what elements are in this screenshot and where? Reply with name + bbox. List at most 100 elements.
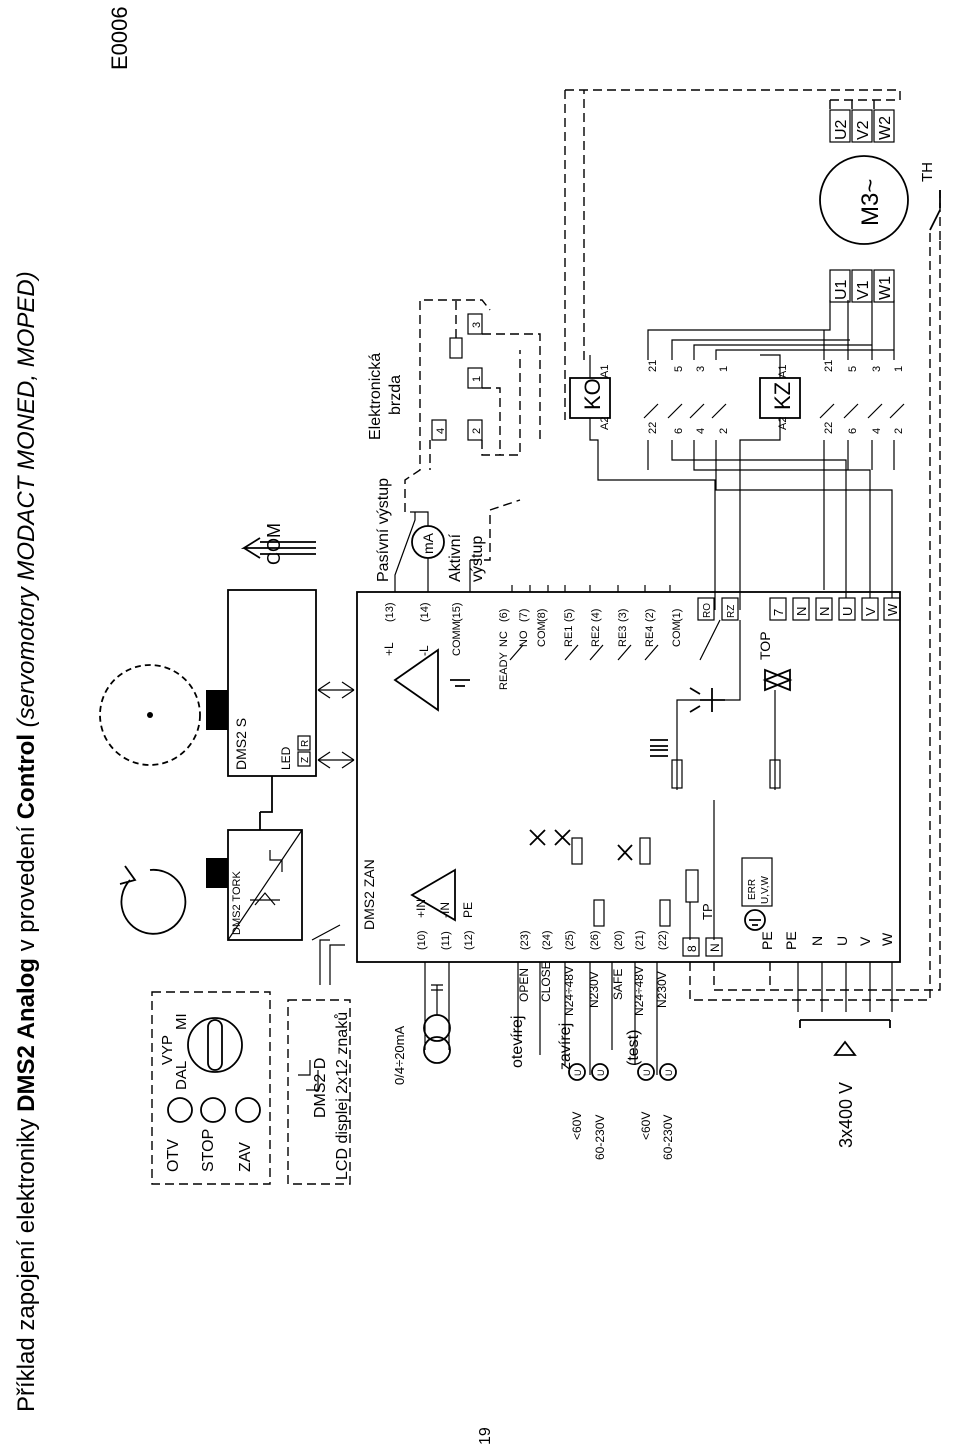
left-term-v: V [857,936,873,946]
kz-contacts: 22 6 4 2 21 5 3 1 [819,360,905,434]
led-z [297,751,311,767]
test-cmd-label: (test) [625,1030,642,1066]
in-pin-close: CLOSE [539,961,553,1002]
diagram-title: Příklad zapojení elektroniky DMS2 Analog… [13,271,40,1412]
in-pin-safe: SAFE [611,969,625,1000]
page-number: 19 [477,1427,494,1445]
term-box-n1 [792,597,810,621]
motor-term-v1 [851,269,873,303]
bus-arrow-1 [317,681,355,699]
button-zav [235,1097,261,1123]
ko-4: 4 [695,428,707,434]
left-term-pe: PE [759,931,775,950]
brake-terminal-2 [467,419,483,441]
led-z-label: Z [300,757,311,763]
voltage-label-4: 60-230V [661,1115,675,1160]
motor [819,155,909,245]
brake-term-3-label: 3 [471,322,483,328]
u-source-2 [591,1063,609,1081]
voltage-label-3: <60V [639,1112,653,1140]
ko-3: 3 [695,366,707,372]
motor-w2: W2 [877,116,894,140]
dms2-tork-sensor-icon [250,850,283,906]
output-pins: +L (13) -L (14) COMM (15) [382,602,463,656]
label-stop: STOP [200,1129,217,1172]
in-pin-22: (22) [657,930,669,950]
ground-icon [744,909,766,931]
display-desc: LCD displej 2x12 znaků [333,1012,351,1180]
relay-re2: RE2 [590,626,602,647]
dms2-zan-box [356,591,901,963]
in-pin-24: (24) [541,930,553,950]
in-pin-26: (26) [589,930,601,950]
brake-term-2-label: 2 [471,428,483,434]
in-pin-n230: N230V [587,971,601,1008]
kz-5: 5 [847,366,859,372]
dms2-tork-diagonal [227,829,303,941]
uvw-label: U,V,W [760,875,771,904]
term-box-ro [697,597,715,621]
u-symbol-3: U [642,1070,652,1077]
comm-ground-symbol [450,679,470,687]
transistor-icon [689,687,725,713]
button-otv [167,1097,193,1123]
relay-re3: RE3 [617,626,629,647]
supply-dashed-wiring [689,190,941,1001]
passive-output-label: Pasívní výstup [375,478,392,582]
brake-terminal-1 [467,367,483,389]
relay-nc: NC [498,631,510,647]
u-symbol-1: U [573,1070,583,1077]
supply-label: 3x400 V [836,1082,856,1148]
analog-pin-10: (10) [416,930,428,950]
kz-a1: A1 [777,365,789,378]
out-pin-minus-l: -L [417,645,431,656]
thermal-th-label: TH [919,162,936,182]
motor-v2: V2 [855,120,872,140]
ko-5: 5 [673,366,685,372]
dms2-s-plug [206,690,228,730]
control-panel-frame [151,991,271,1185]
ko-2: 2 [718,428,730,434]
relay-com-2: COM [671,621,683,647]
left-term-u: U [834,936,850,946]
display-name: DMS2 D [312,1058,329,1118]
close-cmd-label: zavírej [557,1023,574,1070]
active-output-label-2: výstup [469,536,486,582]
out-pin-comm: COMM [451,621,463,656]
motor-v1: V1 [855,280,872,300]
active-output-label-1: Aktivní [447,533,464,582]
term-box-rz [721,597,739,621]
label-vyp: VYP [159,1035,176,1065]
term-box-n2 [815,597,833,621]
out-pin-13: (13) [384,602,396,622]
input-resistor-2 [593,899,605,927]
analog-pin-pe: PE [461,902,475,918]
relay-re1: RE1 [563,626,575,647]
left-term-pe-2: PE [783,931,799,950]
tp-resistor [685,869,699,903]
kz-3: 3 [871,366,883,372]
relay-8: (8) [536,609,548,622]
dms2-tork-label: DMS2 TORK [231,871,243,935]
voltage-label-1: <60V [570,1112,584,1140]
output-dashed-wiring [404,299,521,561]
in-pin-n24: N24÷48V [562,966,576,1016]
in-pin-23: (23) [519,930,531,950]
motor-term-w2 [873,109,895,143]
analog-pin-11: (11) [440,931,452,950]
in-pin-n24-2: N24÷48V [632,966,646,1016]
analog-source: 0/4÷20mA [392,1026,407,1085]
ko-a2: A2 [599,417,611,430]
ko-6: 6 [673,428,685,434]
input-resistor-1 [571,837,583,865]
transformer-icon [650,739,668,757]
brake-module [449,337,463,359]
display-frame [287,999,351,1185]
term-u: U [840,607,855,616]
brake-terminal-3 [467,313,483,335]
selector-knob-handle [207,1019,223,1071]
analog-in-amplifier [410,868,456,922]
ko-a1: A1 [599,365,611,378]
relay-4: (4) [590,609,602,622]
